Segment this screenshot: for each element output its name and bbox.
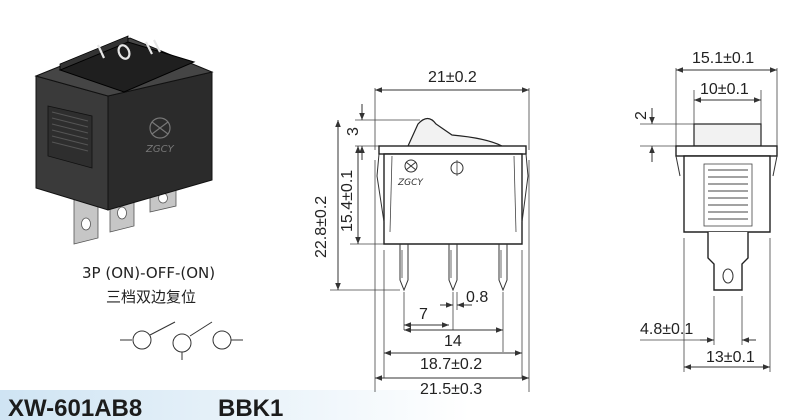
- side-view: 15.1±0.1 10±0.1 2 4.8±0.1 13±0.1: [633, 50, 778, 372]
- model-variant: BBK1: [218, 395, 283, 420]
- svg-text:ZGCY: ZGCY: [397, 178, 424, 188]
- dim-body-height: 15.4±0.1: [339, 170, 356, 232]
- side-pin: [707, 232, 749, 291]
- front-flange: [378, 145, 527, 155]
- rocker-markings: [97, 39, 161, 60]
- side-latch: [47, 105, 93, 169]
- front-pins: [399, 244, 508, 292]
- side-flange: [675, 145, 778, 157]
- dim-pin-outer: 14: [444, 333, 462, 350]
- front-rocker: [407, 117, 503, 147]
- switch-render: ZGCY: [34, 35, 214, 245]
- dim-body-width: 18.7±0.2: [420, 356, 482, 373]
- side-rocker: [693, 123, 762, 147]
- brand-logo: ZGCY: [145, 117, 175, 155]
- title-band: [0, 390, 470, 420]
- dim-side-width-rocker: 10±0.1: [700, 81, 749, 98]
- dim-side-pin-width: 4.8±0.1: [640, 321, 693, 338]
- dim-width-top: 21±0.2: [428, 69, 477, 86]
- front-view: ZGCY 21±0.2 3 22.8±0.2 15.4±0.1 7: [313, 69, 530, 398]
- function-description: 三档双边复位: [106, 288, 196, 306]
- side-body: [683, 155, 771, 233]
- dim-total-height: 22.8±0.2: [313, 196, 330, 258]
- circuit-symbol: [120, 321, 243, 360]
- dim-rocker-height: 3: [345, 127, 362, 136]
- dim-side-width-top: 15.1±0.1: [692, 50, 754, 67]
- dim-side-body-width: 13±0.1: [706, 349, 755, 366]
- model-name: XW-601AB8: [8, 395, 142, 420]
- dim-bottom-width: 21.5±0.3: [420, 381, 482, 398]
- dim-pin-thickness: 0.8: [466, 289, 488, 306]
- function-poles: 3P (ON)-OFF-(ON): [82, 264, 215, 282]
- dim-side-rocker-height: 2: [633, 111, 650, 120]
- front-body: [383, 153, 523, 245]
- dim-pin-spacing: 7: [419, 306, 428, 323]
- svg-text:ZGCY: ZGCY: [145, 144, 175, 155]
